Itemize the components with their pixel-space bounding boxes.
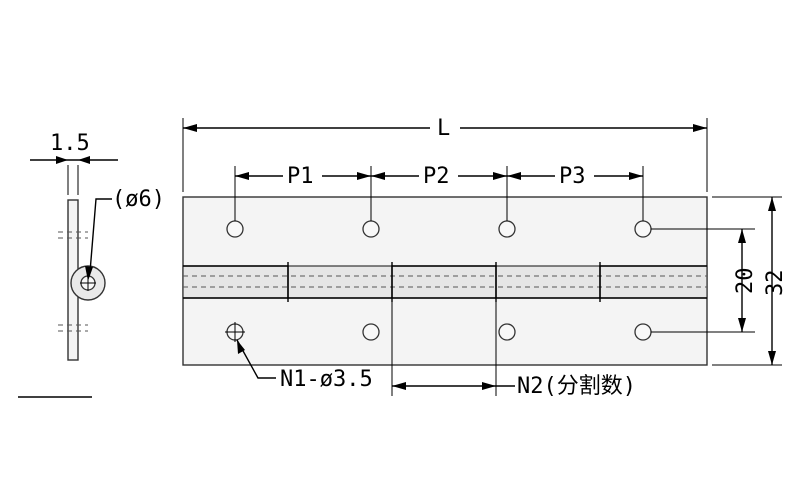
leaf-height-label: 20 [733,268,758,295]
hole-top-2 [362,220,380,238]
pitch2-label: P2 [423,164,450,189]
hole-top-1 [226,220,244,238]
thickness-label: 1.5 [50,131,90,156]
front-view [182,196,708,366]
pin-diameter-label: (ø6) [112,187,165,212]
dimension-pitches: P1 P2 P3 [234,164,644,221]
hole-callout-label: N1-ø3.5 [280,367,373,392]
hole-bottom-4 [634,323,652,341]
side-view: 1.5 (ø6) [18,131,165,398]
hole-bottom-2 [362,323,380,341]
hole-top-4 [634,220,652,238]
hole-bottom-3 [498,323,516,341]
knuckle-band [182,265,708,299]
length-label: L [437,116,450,141]
segment-callout: N2(分割数) [391,302,636,399]
total-width-label: 32 [763,270,788,297]
dimension-length: L [182,116,708,192]
dimension-heights: 20 32 [651,196,788,366]
hole-callout: N1-ø3.5 [236,339,373,392]
segment-callout-label: N2(分割数) [517,374,636,399]
hole-top-3 [498,220,516,238]
pitch3-label: P3 [559,164,586,189]
pitch1-label: P1 [287,164,314,189]
